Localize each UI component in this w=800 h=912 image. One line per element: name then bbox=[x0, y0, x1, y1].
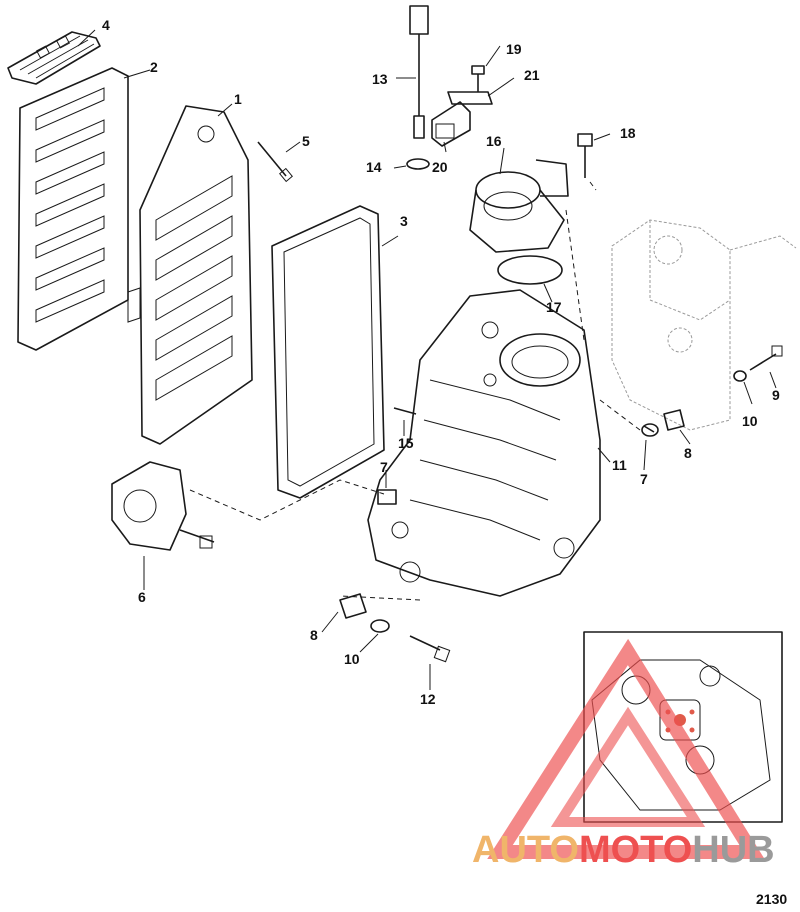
o-ring-part-17 bbox=[497, 255, 563, 285]
callout-6: 6 bbox=[138, 589, 146, 605]
callout-1: 1 bbox=[234, 91, 242, 107]
callout-16: 16 bbox=[486, 133, 502, 149]
callout-11: 11 bbox=[612, 457, 627, 473]
callout-10a: 10 bbox=[344, 651, 360, 667]
reed-block-part-4 bbox=[7, 31, 101, 85]
watermark-moto: MOTO bbox=[579, 829, 692, 871]
sensor-part-13 bbox=[409, 5, 429, 139]
right-hardware bbox=[641, 345, 783, 437]
callout-12: 12 bbox=[420, 691, 436, 707]
pump-assembly-part-6 bbox=[111, 461, 215, 551]
callout-17: 17 bbox=[546, 299, 562, 315]
callout-8b: 8 bbox=[684, 445, 692, 461]
fitting-part-7b bbox=[641, 423, 659, 437]
gasket-part-3 bbox=[271, 205, 385, 499]
callout-9: 9 bbox=[772, 387, 780, 403]
callout-4: 4 bbox=[102, 17, 110, 33]
callout-7b: 7 bbox=[640, 471, 648, 487]
screw-part-19 bbox=[471, 65, 485, 92]
o-ring-part-14 bbox=[406, 158, 430, 170]
callout-21: 21 bbox=[524, 67, 540, 83]
watermark-auto: AUTO bbox=[472, 829, 579, 871]
callout-5: 5 bbox=[302, 133, 310, 149]
lower-hardware bbox=[339, 593, 451, 663]
callout-7a: 7 bbox=[380, 459, 388, 475]
reference-assembly-ghost bbox=[611, 219, 797, 431]
fitting-part-7a bbox=[377, 489, 397, 505]
callout-2: 2 bbox=[150, 59, 158, 75]
callout-15: 15 bbox=[398, 435, 414, 451]
washer-part-10a bbox=[370, 619, 390, 633]
callout-labels: 4 2 1 5 3 13 14 19 21 20 16 18 17 15 7 1… bbox=[102, 17, 780, 707]
screw-part-15 bbox=[393, 407, 417, 415]
intake-housing-part-11 bbox=[367, 289, 601, 597]
grommet-part-8b bbox=[663, 409, 685, 431]
callout-3: 3 bbox=[400, 213, 408, 229]
callout-13: 13 bbox=[372, 71, 388, 87]
washer-part-10b bbox=[733, 370, 747, 382]
bracket-part-21 bbox=[447, 91, 493, 105]
figure-number: 2130 bbox=[756, 891, 787, 907]
callout-20: 20 bbox=[432, 159, 448, 175]
watermark-hub: HUB bbox=[692, 829, 774, 871]
leader-lines bbox=[77, 29, 777, 690]
bolt-part-9 bbox=[749, 353, 777, 371]
watermark-logo bbox=[487, 638, 765, 859]
callout-14: 14 bbox=[366, 159, 382, 175]
grommet-part-8a bbox=[339, 593, 367, 619]
screw-part-5 bbox=[257, 141, 293, 183]
bolt-part-18 bbox=[577, 133, 593, 178]
adapter-plate-part-1 bbox=[127, 105, 253, 445]
callout-10b: 10 bbox=[742, 413, 758, 429]
callout-8a: 8 bbox=[310, 627, 318, 643]
sensor-part-20 bbox=[431, 101, 471, 147]
callout-18: 18 bbox=[620, 125, 636, 141]
bolt-part-12 bbox=[409, 635, 441, 651]
watermark-text: AUTOMOTOHUB bbox=[472, 829, 775, 871]
plate-gasket-part-2 bbox=[17, 67, 129, 351]
throttle-body-part-16 bbox=[469, 159, 569, 253]
callout-19: 19 bbox=[506, 41, 522, 57]
alignment-lines bbox=[189, 181, 641, 601]
